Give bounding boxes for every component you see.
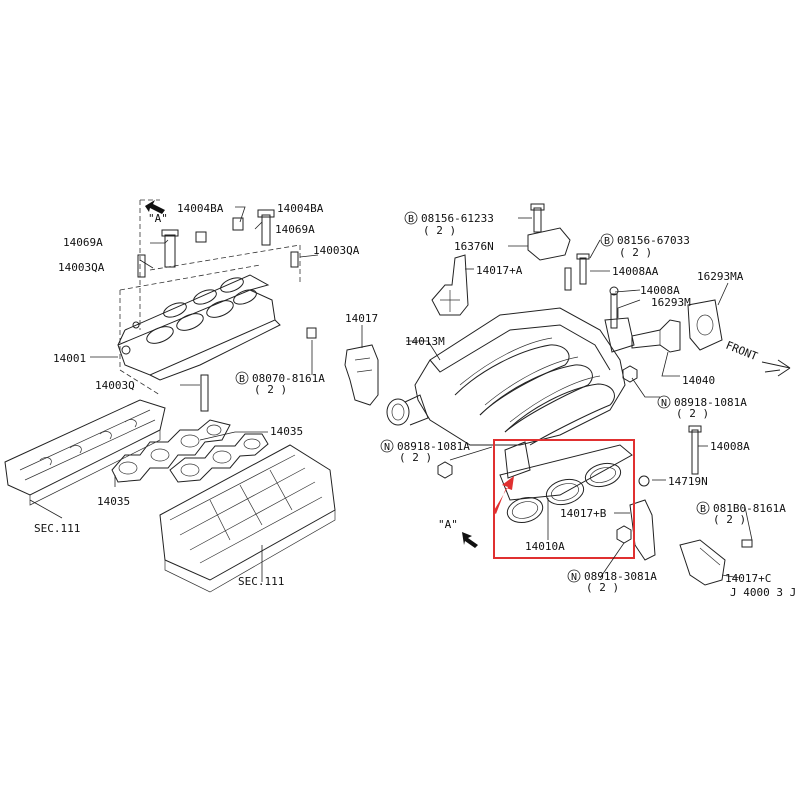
circle-b2: B [604, 236, 610, 247]
label-14069a-b: 14069A [275, 223, 315, 236]
front-label: FRONT [724, 339, 760, 364]
circle-n3: N [571, 572, 577, 583]
circle-n2: N [384, 442, 390, 453]
circle-b4: B [700, 504, 706, 515]
label-08156-61233-qty: ( 2 ) [423, 224, 456, 237]
gasket-14010a-drawing [499, 441, 633, 523]
label-14001: 14001 [53, 352, 86, 365]
highlight-box [493, 439, 635, 559]
label-08918-3081a-qty: ( 2 ) [586, 581, 619, 594]
label-16293ma: 16293MA [697, 270, 744, 283]
ref-a-label: "A" [148, 212, 168, 225]
label-sec111-b: SEC.111 [238, 575, 284, 588]
label-14035-a: 14035 [270, 425, 303, 438]
label-14017a: 14017+A [476, 264, 523, 277]
label-14017b: 14017+B [560, 507, 607, 520]
ref-a2-arrow-icon [462, 532, 478, 548]
label-14017: 14017 [345, 312, 378, 325]
footer-code: J 4000 3 J [730, 586, 796, 599]
label-08918-3081a: 08918-3081A [584, 570, 657, 583]
upper-collector-drawing [306, 203, 753, 586]
label-08156-67033: 08156-67033 [617, 234, 690, 247]
label-14003q: 14003Q [95, 379, 135, 392]
label-14017c: 14017+C [725, 572, 771, 585]
label-081b0-qty: ( 2 ) [713, 513, 746, 526]
highlight-arrow [493, 476, 514, 514]
label-08918-1081a-a: 08918-1081A [674, 396, 747, 409]
label-08156-61233: 08156-61233 [421, 212, 494, 225]
label-14003qa-b: 14003QA [313, 244, 360, 257]
part-labels: "A" 14004BA 14004BA 14069A 14069A 14003Q… [34, 202, 796, 599]
circle-b3: B [239, 374, 245, 385]
label-14069a-a: 14069A [63, 236, 103, 249]
leader-lines [29, 206, 753, 582]
ref-a-arrow-icon [145, 200, 165, 214]
label-14003qa-a: 14003QA [58, 261, 105, 274]
cylinder-head-right-drawing [159, 444, 336, 593]
label-14004ba-a: 14004BA [177, 202, 224, 215]
ref-a2-label: "A" [438, 518, 458, 531]
label-08918-1081a-b: 08918-1081A [397, 440, 470, 453]
circle-b1: B [408, 214, 414, 225]
label-16293m: 16293M [651, 296, 691, 309]
label-16376n: 16376N [454, 240, 494, 253]
label-14008a-b: 14008A [710, 440, 750, 453]
gasket-drawing [111, 419, 269, 483]
label-08070-8161a: 08070-8161A [252, 372, 325, 385]
label-14719n: 14719N [668, 475, 708, 488]
label-sec111-a: SEC.111 [34, 522, 80, 535]
lower-manifold-drawing [117, 199, 301, 412]
label-14035-b: 14035 [97, 495, 130, 508]
label-14008a-a: 14008A [640, 284, 680, 297]
label-14004ba-b: 14004BA [277, 202, 324, 215]
label-08918-1081a-b-qty: ( 2 ) [399, 451, 432, 464]
label-08156-67033-qty: ( 2 ) [619, 246, 652, 259]
label-08070-qty: ( 2 ) [254, 383, 287, 396]
label-14013m: 14013M [405, 335, 445, 348]
label-14010a: 14010A [525, 540, 565, 553]
label-14008aa: 14008AA [612, 265, 659, 278]
label-081b0-8161a: 081B0-8161A [713, 502, 786, 515]
circle-n1: N [661, 398, 667, 409]
label-14040: 14040 [682, 374, 715, 387]
label-08918-1081a-a-qty: ( 2 ) [676, 407, 709, 420]
cylinder-head-left-drawing [4, 399, 166, 506]
front-arrow-icon [761, 359, 791, 377]
